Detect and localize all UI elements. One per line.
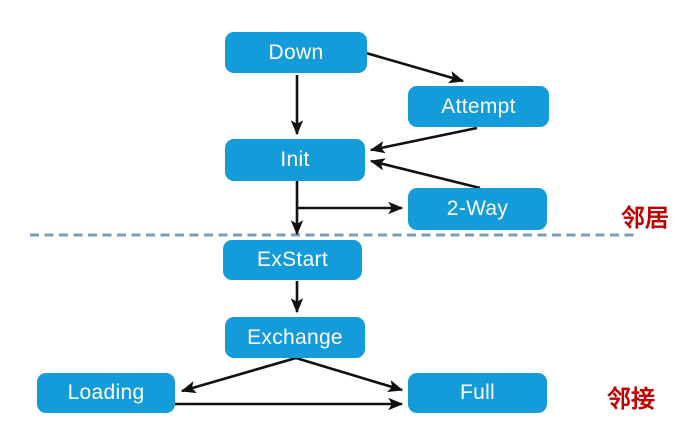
state-node-attempt: Attempt (408, 86, 549, 127)
state-node-init: Init (225, 139, 365, 181)
region-label-adjacency: 邻接 (607, 386, 655, 413)
state-node-2way: 2-Way (408, 188, 547, 230)
state-node-exchange: Exchange (225, 317, 365, 358)
edge-2way-to-init (369, 158, 481, 190)
edge-exchange-to-loading (180, 356, 297, 394)
region-label-neighbor: 邻居 (621, 205, 669, 232)
edge-exchange-to-full (295, 356, 404, 393)
edge-attempt-to-init (369, 126, 478, 154)
edge-down-to-attempt (365, 51, 465, 84)
state-node-exstart: ExStart (223, 240, 362, 280)
state-node-loading: Loading (37, 373, 175, 413)
state-node-full: Full (408, 373, 547, 413)
state-node-down: Down (225, 32, 367, 73)
